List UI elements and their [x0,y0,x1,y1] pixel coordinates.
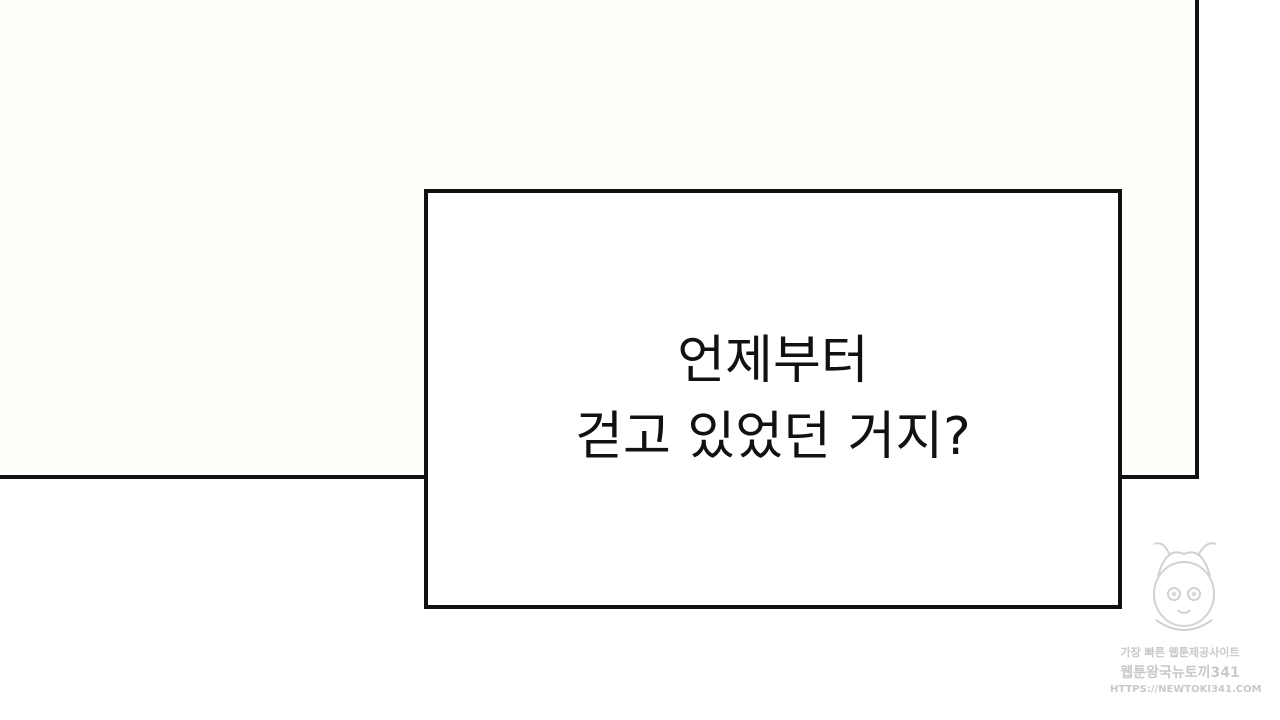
watermark-tagline: 가장 빠른 웹툰제공사이트 [1120,646,1240,659]
watermark-site-name: 웹툰왕국뉴토끼341 [1120,665,1240,681]
narration-line-2: 걷고 있었던 거지? [575,407,971,467]
mascot-character-icon [1153,542,1217,631]
narration-text: 언제부터 걷고 있었던 거지? [575,323,971,475]
narration-box: 언제부터 걷고 있었던 거지? [424,189,1122,609]
watermark-url: HTTPS://NEWTOKI341.COM [1110,684,1262,695]
narration-line-1: 언제부터 [677,331,869,391]
site-watermark: 가장 빠른 웹툰제공사이트 웹툰왕국뉴토끼341 HTTPS://NEWTOKI… [1110,536,1262,708]
